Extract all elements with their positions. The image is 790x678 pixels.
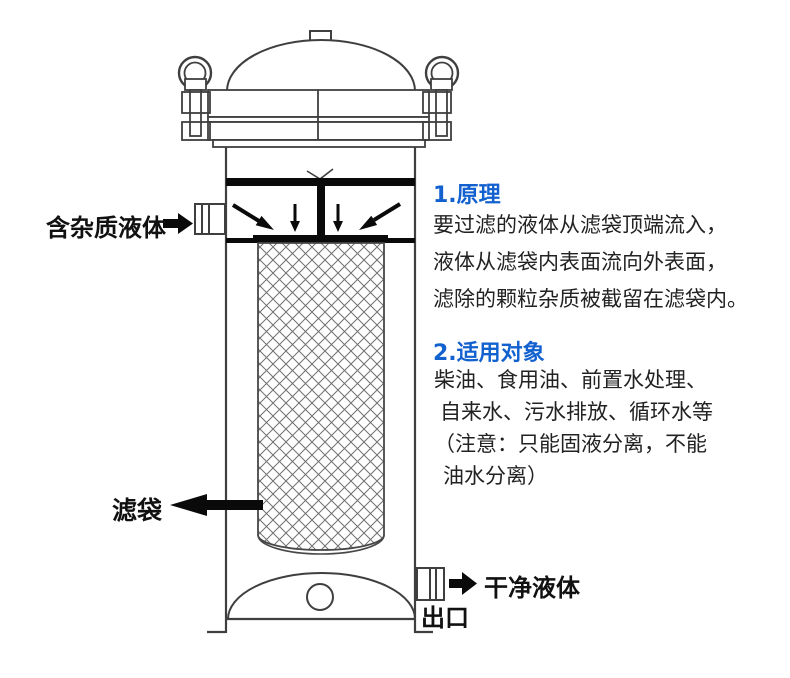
- bottom-dish: [227, 572, 416, 620]
- application-line: 油水分离）: [443, 464, 548, 488]
- filter-bag-mesh: [257, 242, 385, 555]
- application-heading: 2.适用对象: [433, 341, 545, 366]
- outlet-pipe: [416, 567, 445, 601]
- application-line: 自来水、污水排放、循环水等: [440, 400, 713, 424]
- top-dome: [226, 39, 416, 92]
- outlet-label: 出口: [421, 604, 469, 632]
- principle-heading: 1.原理: [433, 183, 501, 208]
- application-line: （注意：只能固液分离，不能: [434, 432, 707, 456]
- principle-line: 滤除的颗粒杂质被截留在滤袋内。: [433, 287, 748, 311]
- swing-eyebolt-left: [177, 55, 213, 141]
- center-divider: [317, 186, 325, 237]
- inlet-label: 含杂质液体: [46, 214, 166, 242]
- clean-liquid-arrow-icon: [449, 572, 477, 595]
- lid-flange: [207, 89, 430, 148]
- drain-hole: [306, 583, 334, 611]
- principle-line: 要过滤的液体从滤袋顶端流入，: [433, 213, 727, 237]
- bag-arrow-icon: [170, 494, 263, 516]
- inlet-pipe: [194, 203, 226, 235]
- principle-line: 液体从滤袋内表面流向外表面，: [433, 250, 727, 274]
- swing-eyebolt-right: [422, 55, 460, 141]
- distributor-plate: [226, 178, 415, 186]
- bag-seal-plate: [226, 235, 415, 243]
- lid-notch: [306, 168, 334, 180]
- principle-text: 要过滤的液体从滤袋顶端流入， 液体从滤袋内表面流向外表面， 滤除的颗粒杂质被截留…: [433, 207, 748, 318]
- application-text: 柴油、食用油、前置水处理、 自来水、污水排放、循环水等 （注意：只能固液分离，不…: [434, 364, 713, 492]
- application-line: 柴油、食用油、前置水处理、: [434, 368, 707, 392]
- filter-bag-label: 滤袋: [112, 496, 163, 525]
- clean-liquid-label: 干净液体: [484, 574, 580, 602]
- inflow-arrows-icon: [231, 202, 402, 232]
- inlet-arrow-icon: [163, 213, 193, 234]
